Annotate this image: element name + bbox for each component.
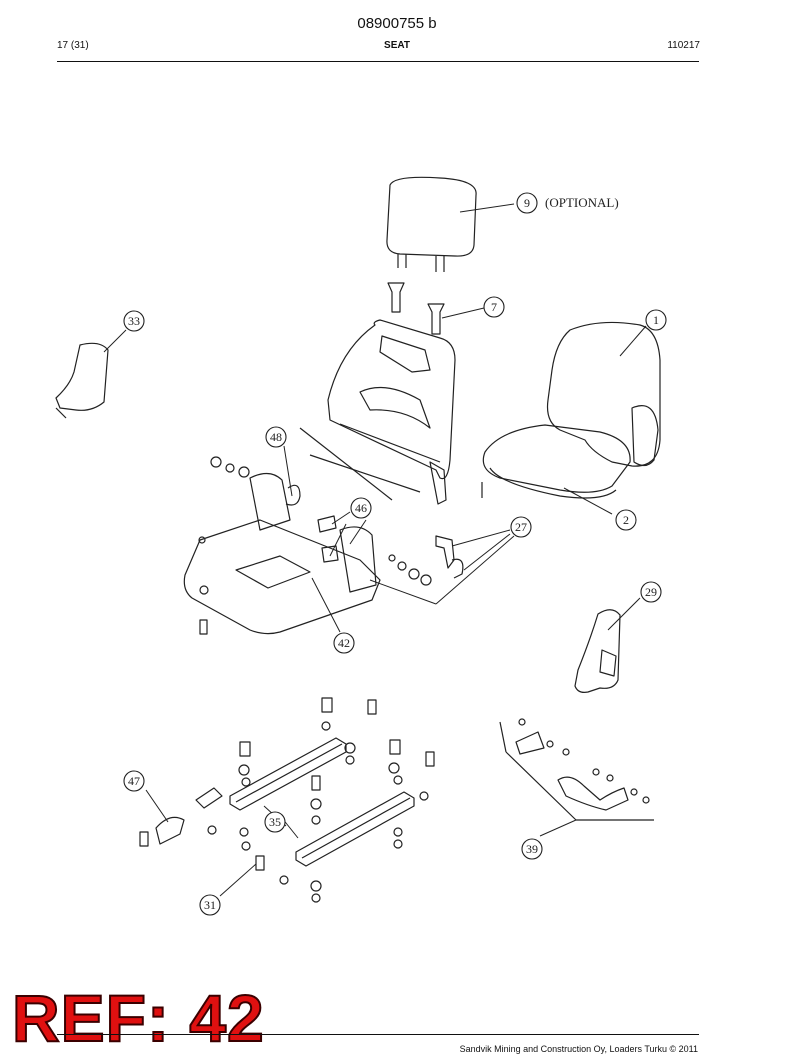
callout-39-label: 39 <box>526 842 538 856</box>
callout-27-label: 27 <box>515 520 527 534</box>
callout-47-label: 47 <box>128 774 140 788</box>
footer-rule <box>57 1034 699 1035</box>
callout-2-label: 2 <box>623 513 629 527</box>
page-number: 17 (31) <box>57 40 89 51</box>
seat-rail-part <box>139 697 435 903</box>
copyright-text: Sandvik Mining and Construction Oy, Load… <box>459 1044 698 1054</box>
callout-bubbles <box>123 192 667 916</box>
headrest-guides-part <box>387 282 445 335</box>
optional-note: (OPTIONAL) <box>545 195 619 210</box>
seat-cushion-part <box>481 424 631 499</box>
document-number: 08900755 b <box>357 15 437 32</box>
header-rule <box>57 61 699 62</box>
callout-33-label: 33 <box>128 314 140 328</box>
callout-35-label: 35 <box>269 815 281 829</box>
callout-48-label: 48 <box>270 430 282 444</box>
lever-part <box>435 535 464 579</box>
reference-label: REF: 42 <box>11 981 265 1055</box>
leader-lines <box>103 203 647 897</box>
callout-31-label: 31 <box>204 898 216 912</box>
inset-detail-part <box>499 718 654 821</box>
section-title: SEAT <box>384 40 410 51</box>
callout-1-label: 1 <box>653 313 659 327</box>
armrest-part <box>574 609 621 693</box>
callout-46-label: 46 <box>355 501 367 515</box>
headrest-part <box>386 176 477 272</box>
callout-29-label: 29 <box>645 585 657 599</box>
callout-7-label: 7 <box>491 300 497 314</box>
callout-42-label: 42 <box>338 636 350 650</box>
callout-9-label: 9 <box>524 196 530 210</box>
side-cover-part <box>55 342 109 419</box>
seat-base-part <box>183 456 432 635</box>
backrest-frame-part <box>299 319 456 505</box>
backrest-cushion-part <box>546 321 661 467</box>
revision-date: 110217 <box>667 40 700 51</box>
